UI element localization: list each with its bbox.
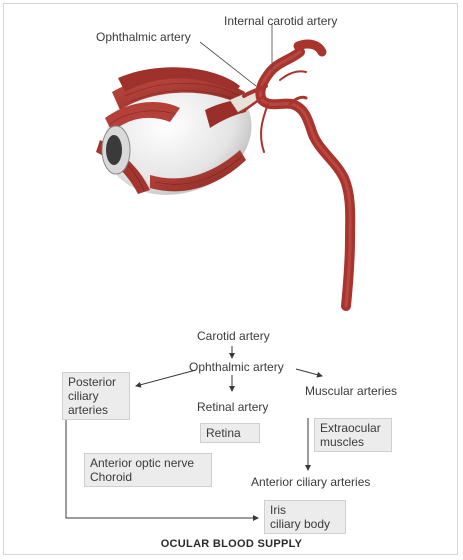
figure-caption: OCULAR BLOOD SUPPLY: [0, 538, 463, 550]
node-extraocular-muscles: Extraocular muscles: [314, 418, 392, 452]
node-muscular-arteries: Muscular arteries: [305, 384, 397, 398]
node-carotid-artery: Carotid artery: [197, 329, 270, 343]
node-posterior-ciliary-arteries: Posterior ciliary arteries: [62, 372, 130, 420]
node-iris-ciliary-body: Iris ciliary body: [264, 500, 346, 534]
node-anterior-ciliary-arteries: Anterior ciliary arteries: [251, 475, 370, 489]
node-retina: Retina: [200, 423, 260, 443]
node-retinal-artery: Retinal artery: [197, 400, 268, 414]
node-anterior-optic-nerve-choroid: Anterior optic nerve Choroid: [84, 453, 212, 487]
node-ophthalmic-artery: Ophthalmic artery: [189, 360, 284, 374]
